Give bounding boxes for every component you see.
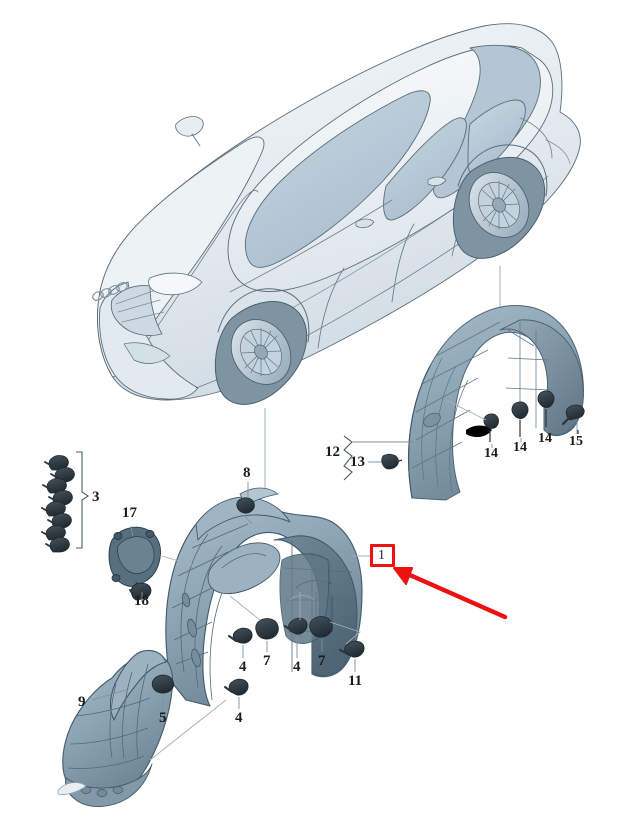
- leader-8b: [243, 514, 253, 525]
- vehicle-illustration: [92, 23, 581, 405]
- part-leader-lines: [91, 482, 370, 761]
- front-liner-fasteners: [151, 497, 365, 696]
- callout-17: 17: [122, 505, 137, 521]
- callout-8: 8: [243, 465, 251, 481]
- bracket-12-13: [343, 435, 414, 481]
- callout-5: 5: [159, 710, 167, 726]
- lower-wheel-housing-liner: [57, 649, 174, 807]
- vehicle-leader-lines: [264, 266, 501, 492]
- leader-11-liner: [329, 621, 361, 645]
- audi-rings-logo: [92, 282, 128, 301]
- bracket-17: [108, 526, 161, 593]
- callout-1: 1: [378, 548, 385, 563]
- callout-12: 12: [325, 444, 340, 460]
- rear-wheel-housing-liner: [408, 305, 584, 501]
- callout-4-c: 4: [235, 710, 243, 726]
- callout-15: 15: [569, 434, 583, 449]
- callout-13: 13: [350, 454, 365, 470]
- callout-4-b: 4: [293, 659, 301, 675]
- screw-18: [129, 582, 152, 601]
- callout-9: 9: [78, 694, 86, 710]
- leader-17-liner: [161, 555, 197, 567]
- rear-wheel: [452, 144, 548, 259]
- front-wheel-housing-liner: [165, 487, 363, 707]
- callout-7-a: 7: [263, 653, 271, 669]
- callout-3: 3: [92, 489, 100, 505]
- rear-fastener-leaders: [445, 399, 578, 448]
- leader-9: [91, 689, 127, 701]
- callout-14-b: 14: [513, 440, 527, 455]
- highlight-box-part-1: [370, 544, 395, 567]
- screw-set-3: [41, 451, 89, 553]
- callout-14-a: 14: [484, 446, 498, 461]
- front-wheel: [214, 288, 310, 405]
- callout-14-c: 14: [538, 431, 552, 446]
- leader-17: [130, 525, 134, 537]
- leader-7a-liner: [229, 595, 261, 621]
- leader-9-liner: [149, 699, 227, 761]
- highlight-arrow: [393, 567, 508, 620]
- callout-11: 11: [348, 673, 363, 689]
- callout-7-b: 7: [318, 653, 326, 669]
- callout-4-a: 4: [239, 659, 247, 675]
- callout-18: 18: [134, 593, 149, 609]
- rear-liner-fasteners: [483, 390, 585, 442]
